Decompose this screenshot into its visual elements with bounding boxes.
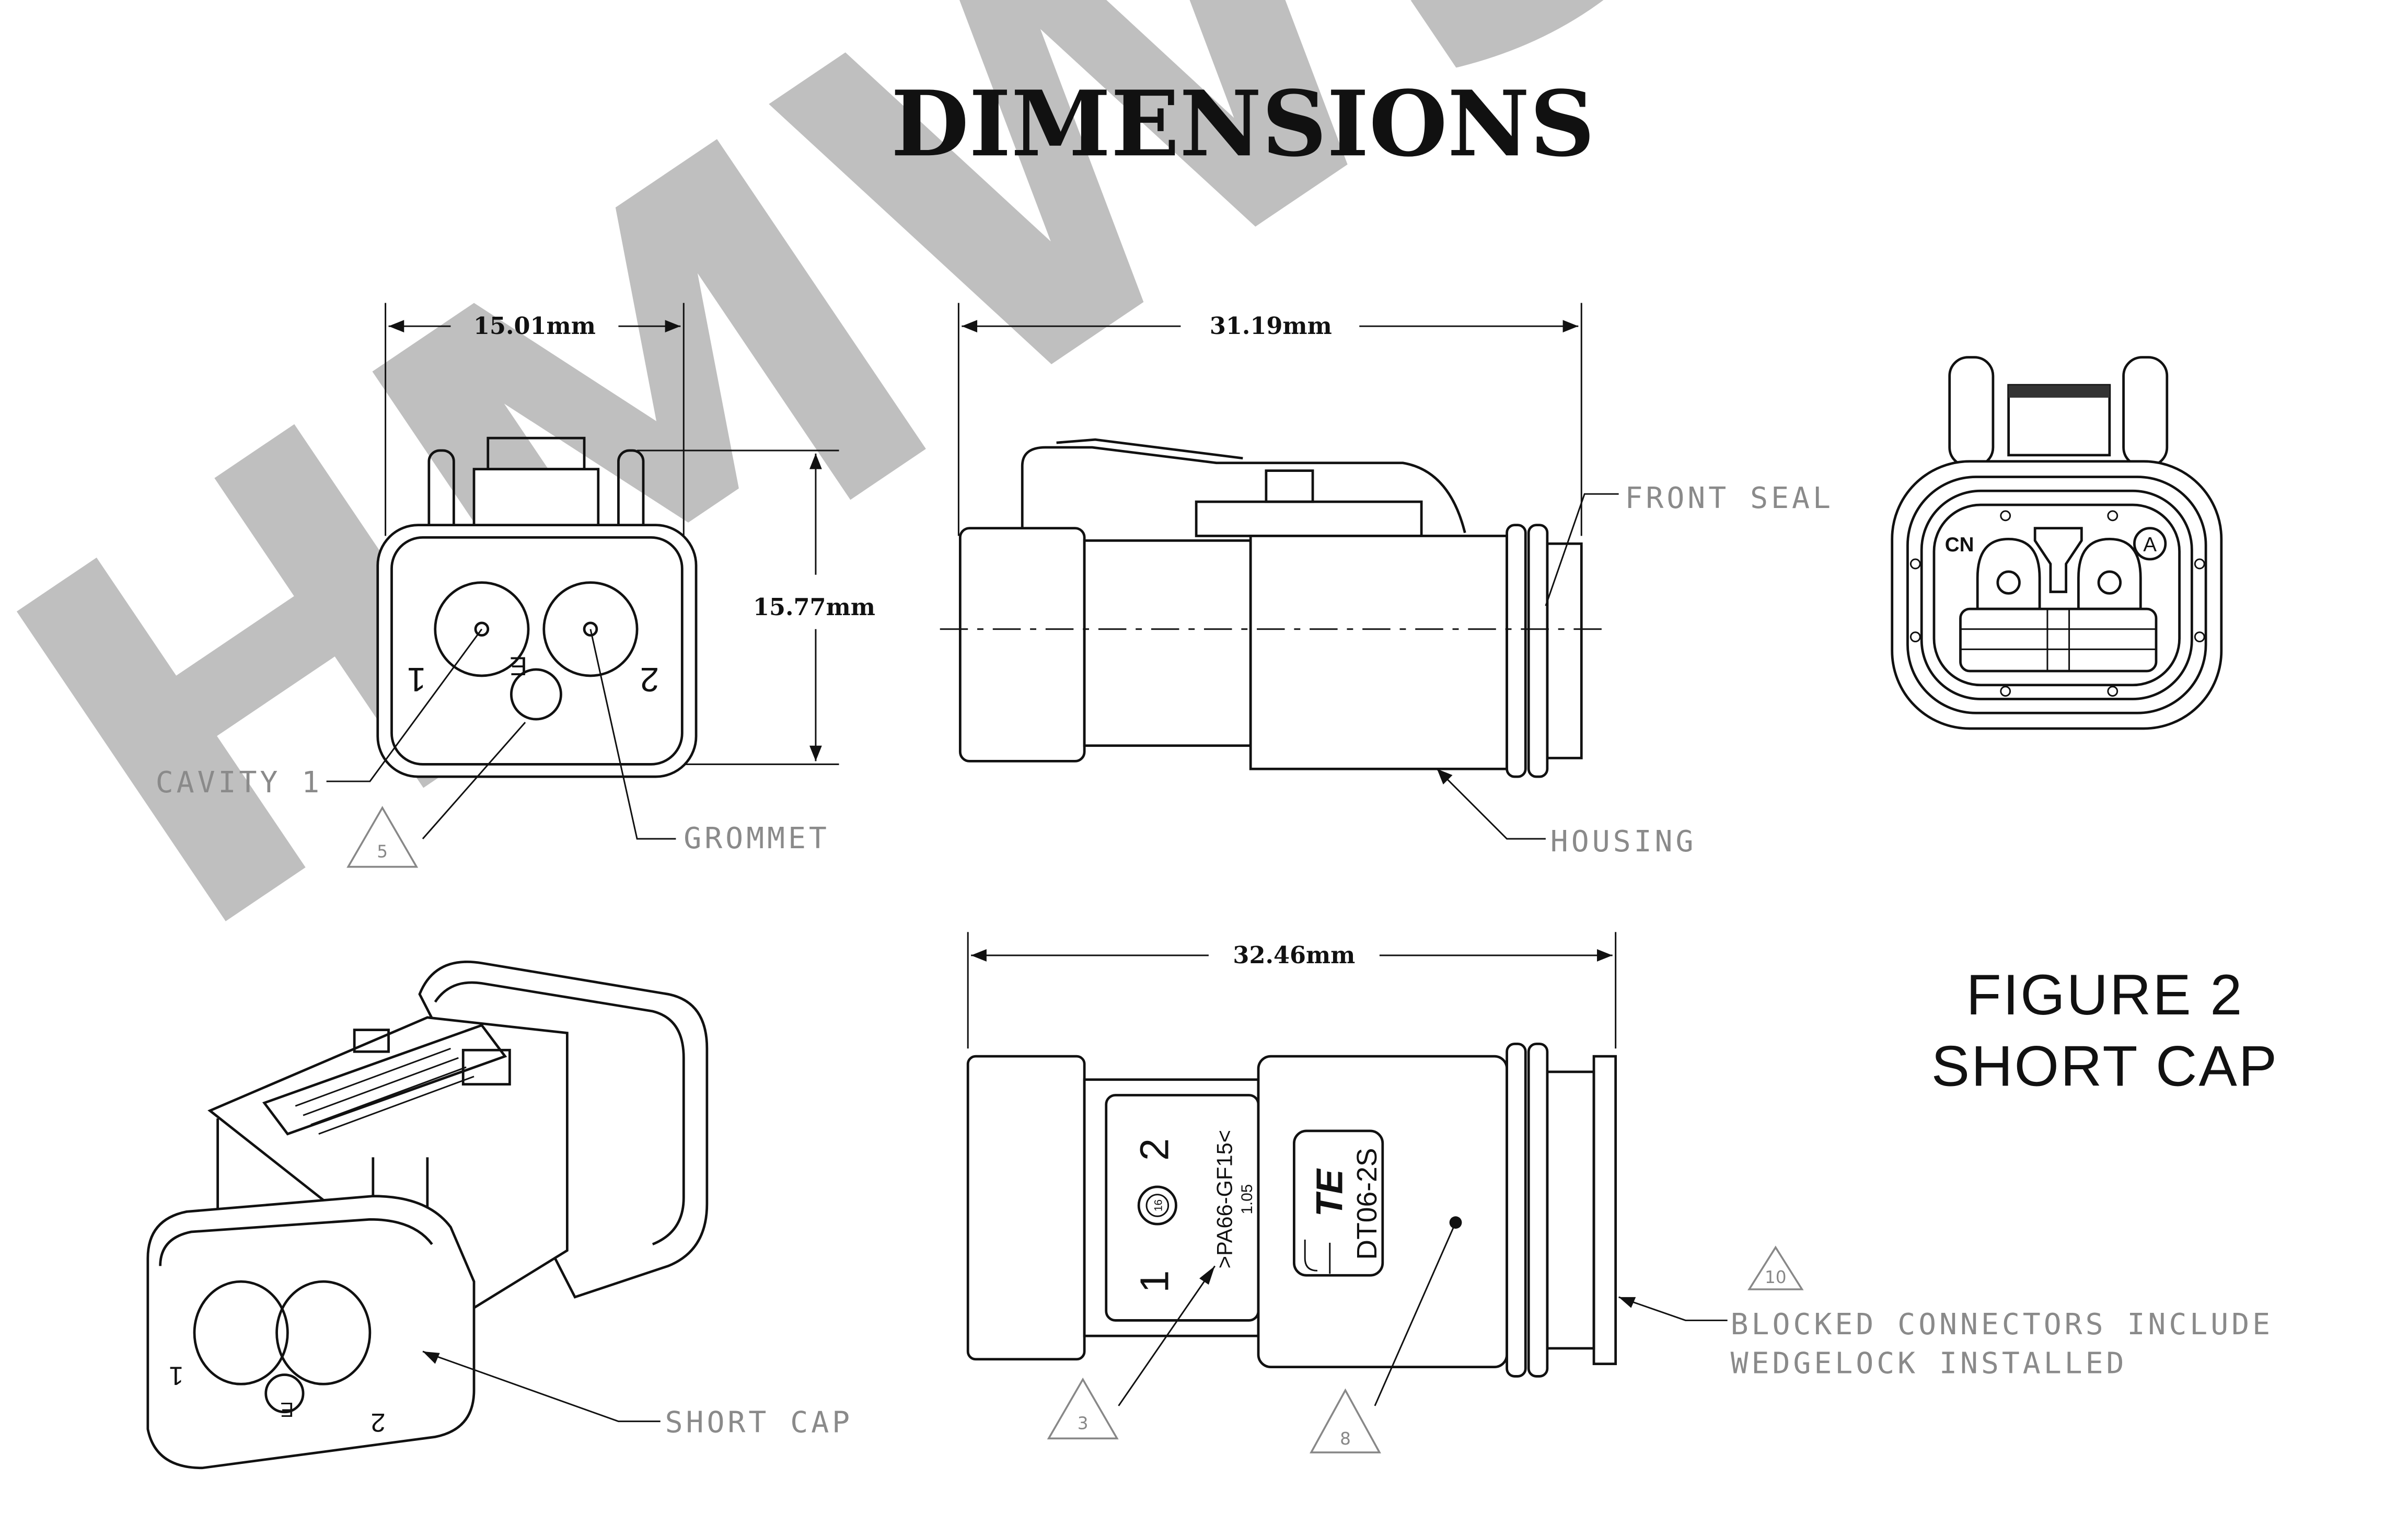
isometric-view: 1 2 E SHORT CAP [146, 960, 853, 1470]
iso-label-3: E [280, 1398, 294, 1420]
iso-label-2: 2 [371, 1408, 385, 1438]
figure-number: FIGURE 2 [1966, 963, 2243, 1027]
date-wheel: 16 [1153, 1199, 1165, 1211]
front-view: 15.01mm 15.77mm E 1 2 CAVITY 1 5 GROMMET [156, 303, 875, 868]
part-number-marking: DT06-2S [1352, 1148, 1383, 1260]
bottom-view: 32.46mm 2 1 16 >PA66-GF15< 1.05 TE DT06-… [966, 932, 2273, 1453]
pin-label-1: 1 [1132, 1271, 1177, 1293]
dim-front-height: 15.77mm [753, 593, 875, 621]
end-view-cn: CN [1945, 534, 1974, 556]
iso-label-1: 1 [169, 1361, 183, 1391]
te-logo: TE [1309, 1168, 1351, 1217]
callout-blocked-line2: WEDGELOCK INSTALLED [1731, 1346, 2127, 1380]
page-title: DIMENSIONS [891, 71, 1595, 177]
note-3: 3 [1078, 1413, 1089, 1433]
dim-side-length: 31.19mm [1210, 312, 1332, 340]
end-view: CN A [1891, 356, 2223, 730]
callout-front-seal: FRONT SEAL [1625, 481, 1833, 515]
side-view: 31.19mm FRONT SEAL HOUSING [940, 303, 1833, 859]
material-marking: >PA66-GF15< [1212, 1130, 1237, 1268]
dim-front-width: 15.01mm [473, 312, 596, 340]
pin-label-2: 2 [1132, 1138, 1177, 1161]
version-marking: 1.05 [1238, 1184, 1256, 1215]
cavity-label-2: 2 [640, 661, 659, 699]
note-8: 8 [1340, 1429, 1351, 1449]
cavity-label-1: 1 [407, 661, 426, 699]
callout-grommet: GROMMET [684, 822, 830, 856]
note-10: 10 [1765, 1267, 1787, 1287]
dim-bottom-length: 32.46mm [1233, 941, 1355, 969]
callout-housing: HOUSING [1550, 825, 1697, 859]
callout-cavity-1: CAVITY 1 [156, 766, 323, 800]
note-5: 5 [377, 842, 388, 862]
figure-caption: SHORT CAP [1931, 1034, 2278, 1099]
callout-blocked-line1: BLOCKED CONNECTORS INCLUDE [1731, 1308, 2273, 1342]
callout-short-cap: SHORT CAP [665, 1405, 853, 1439]
end-view-a: A [2143, 534, 2157, 556]
cavity-label-3: E [510, 651, 527, 681]
